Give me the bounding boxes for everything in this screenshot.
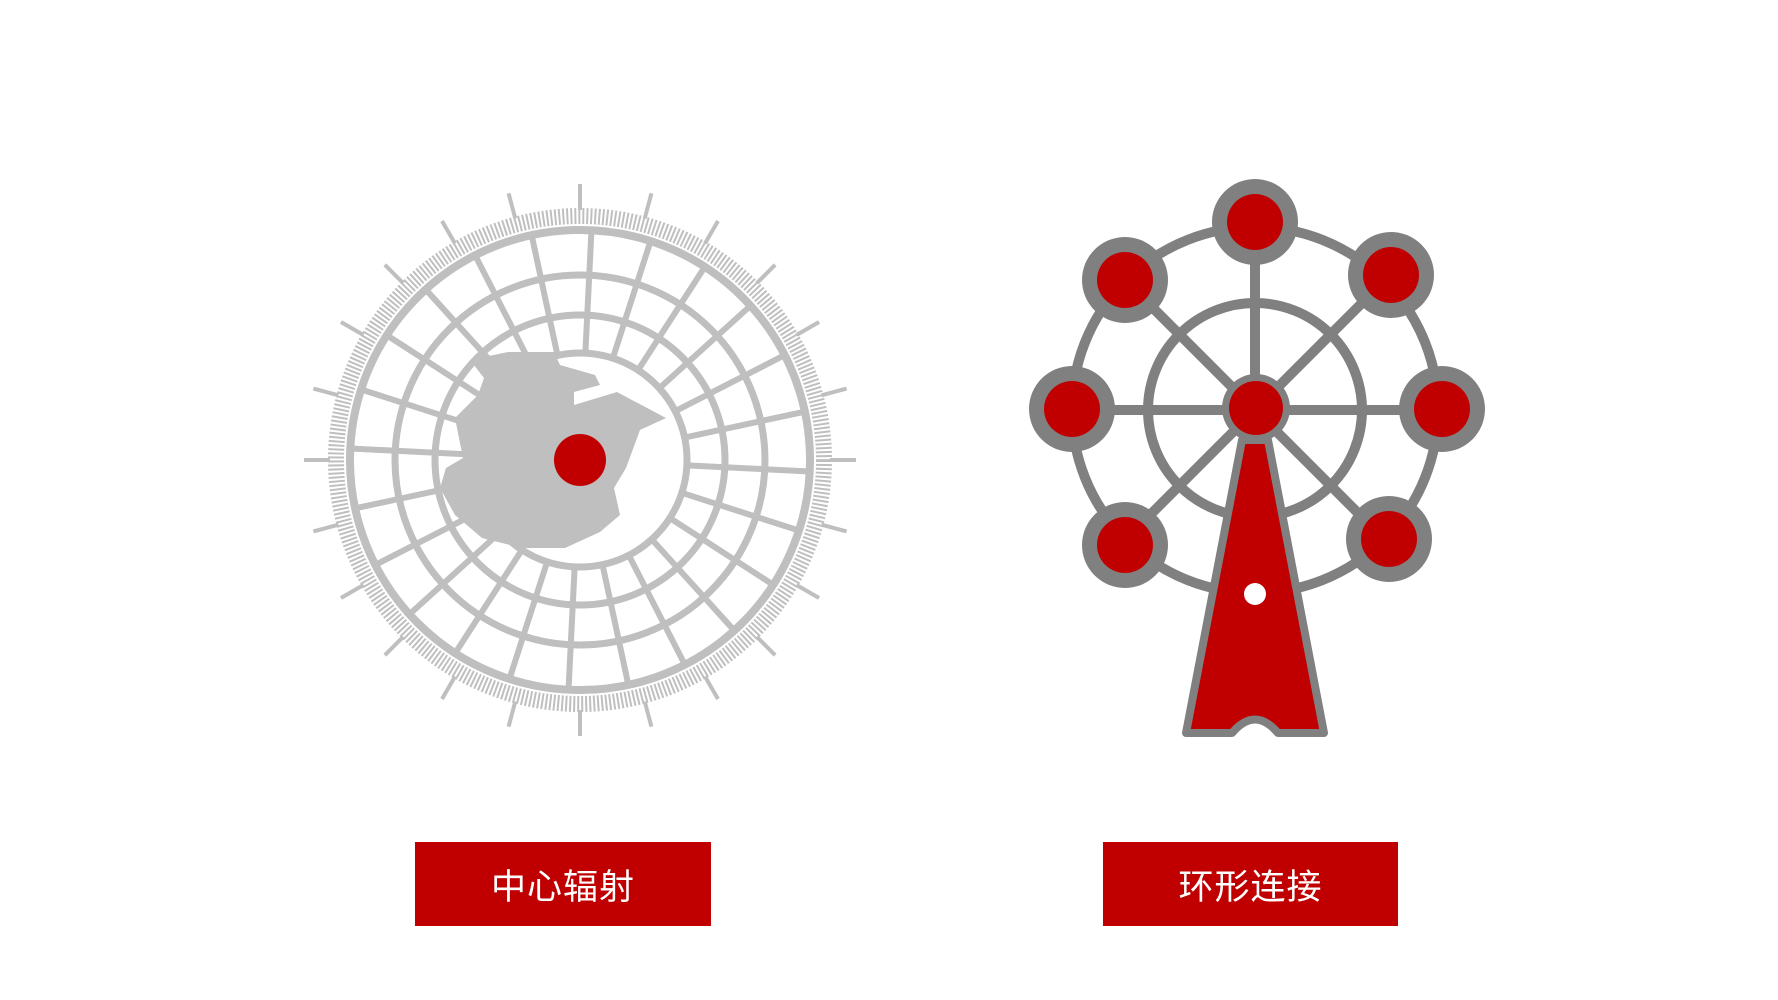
- radial-label: 中心辐射: [415, 842, 711, 926]
- dial-spoke: [565, 566, 578, 690]
- dial-tick: [642, 192, 654, 220]
- dial-spoke: [506, 560, 551, 680]
- gondola-dot: [1044, 381, 1100, 437]
- dial-spoke: [373, 506, 487, 568]
- wheel-hub-dot: [1229, 381, 1283, 435]
- dial-tick: [339, 583, 365, 600]
- dial-spoke: [680, 489, 800, 534]
- dial-ring-4: [469, 349, 691, 571]
- gondola-dot: [1227, 194, 1283, 250]
- dial-tick: [440, 219, 457, 245]
- dial-spoke: [673, 352, 787, 414]
- dial-tick: [383, 263, 405, 285]
- dial-tick: [755, 263, 777, 285]
- dial-tick: [820, 522, 848, 534]
- dial-spoke: [452, 548, 525, 655]
- dial-spoke: [635, 265, 708, 372]
- dial-spoke: [582, 230, 595, 354]
- dial-spoke: [599, 563, 632, 686]
- dial-spoke: [385, 332, 492, 405]
- dial-ring-2: [391, 271, 769, 649]
- dial-tick: [506, 192, 518, 220]
- dial-spoke: [423, 287, 511, 383]
- dial-spoke: [626, 553, 688, 667]
- dial-tick: [312, 386, 340, 398]
- dial-tick: [755, 635, 777, 657]
- dial-spoke: [609, 240, 654, 360]
- dial-ring-3: [431, 311, 729, 609]
- gondola-dot: [1097, 252, 1153, 308]
- gondola-dot: [1363, 247, 1419, 303]
- dial-outer-band: [328, 208, 832, 712]
- gondola-dot: [1361, 511, 1417, 567]
- dial-spoke: [683, 408, 806, 441]
- dial-tick: [795, 583, 821, 600]
- ring-label: 环形连接: [1103, 842, 1398, 926]
- dial-tick: [642, 700, 654, 728]
- gondola-dot: [1414, 381, 1470, 437]
- dial-center-dot: [554, 434, 606, 486]
- dial-tick: [339, 320, 365, 337]
- center-sector: [440, 352, 666, 548]
- dial-ticks: [304, 184, 856, 736]
- dial-outer-ring: [346, 226, 814, 694]
- dial-spoke: [472, 253, 534, 367]
- dial-spoke: [407, 529, 503, 617]
- dial-tick: [703, 675, 720, 701]
- dial-tick: [703, 219, 720, 245]
- dial-tick: [312, 522, 340, 534]
- dial-spoke: [649, 537, 737, 633]
- dial-tick: [383, 635, 405, 657]
- gondola-dot: [1097, 517, 1153, 573]
- tower-door-dot: [1244, 583, 1266, 605]
- dial-spoke: [668, 515, 775, 588]
- dial-group: [304, 184, 856, 736]
- dial-tick: [440, 675, 457, 701]
- dial-spoke: [528, 234, 561, 357]
- dial-spoke: [657, 303, 753, 391]
- wheel-group: [1029, 179, 1485, 737]
- dial-tick: [795, 320, 821, 337]
- dial-tick: [820, 386, 848, 398]
- dial-spokes: [350, 230, 810, 690]
- wheel-gondolas: [1029, 179, 1485, 588]
- dial-tick: [506, 700, 518, 728]
- dial-spoke: [354, 479, 477, 512]
- dial-spoke: [350, 445, 474, 458]
- dial-spoke: [686, 462, 810, 475]
- dial-spoke: [360, 386, 480, 431]
